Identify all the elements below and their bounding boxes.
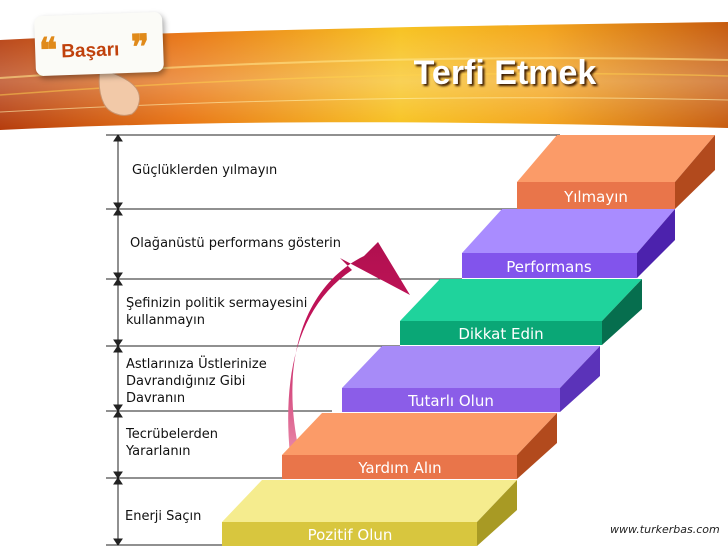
footer-url: www.turkerbas.com	[610, 523, 720, 536]
step-label: Yılmayın	[563, 188, 628, 206]
step-label: Yardım Alın	[357, 459, 441, 477]
step-pozitif-olun: Pozitif Olun	[222, 480, 517, 546]
hand-icon	[98, 69, 140, 116]
step-tutarli-olun: Tutarlı Olun	[342, 346, 600, 412]
measure-arrows	[113, 134, 123, 546]
slide-title: Terfi Etmek	[413, 54, 597, 92]
header-banner	[0, 22, 728, 130]
step-yilmayin: Yılmayın	[517, 135, 715, 209]
note-sefinizin: Şefinizin politik sermayesini kullanmayı…	[126, 296, 308, 328]
note-astlariniza: Astlarınıza Üstlerinize Davrandığınız Gi…	[126, 357, 267, 406]
step-label: Dikkat Edin	[458, 325, 543, 343]
note-tecrubelerden: Tecrübelerden Yararlanın	[126, 427, 218, 459]
note-enerji: Enerji Saçın	[125, 509, 202, 524]
step-performans: Performans	[462, 209, 675, 278]
step-label: Tutarlı Olun	[407, 392, 494, 410]
step-yardim-alin: Yardım Alın	[282, 413, 557, 479]
note-olaganustu: Olağanüstü performans gösterin	[130, 236, 342, 251]
step-dikkat-edin: Dikkat Edin	[400, 279, 642, 345]
note-gucluklerden: Güçlüklerden yılmayın	[132, 163, 278, 178]
step-label: Performans	[506, 258, 592, 276]
step-label: Pozitif Olun	[308, 526, 393, 544]
